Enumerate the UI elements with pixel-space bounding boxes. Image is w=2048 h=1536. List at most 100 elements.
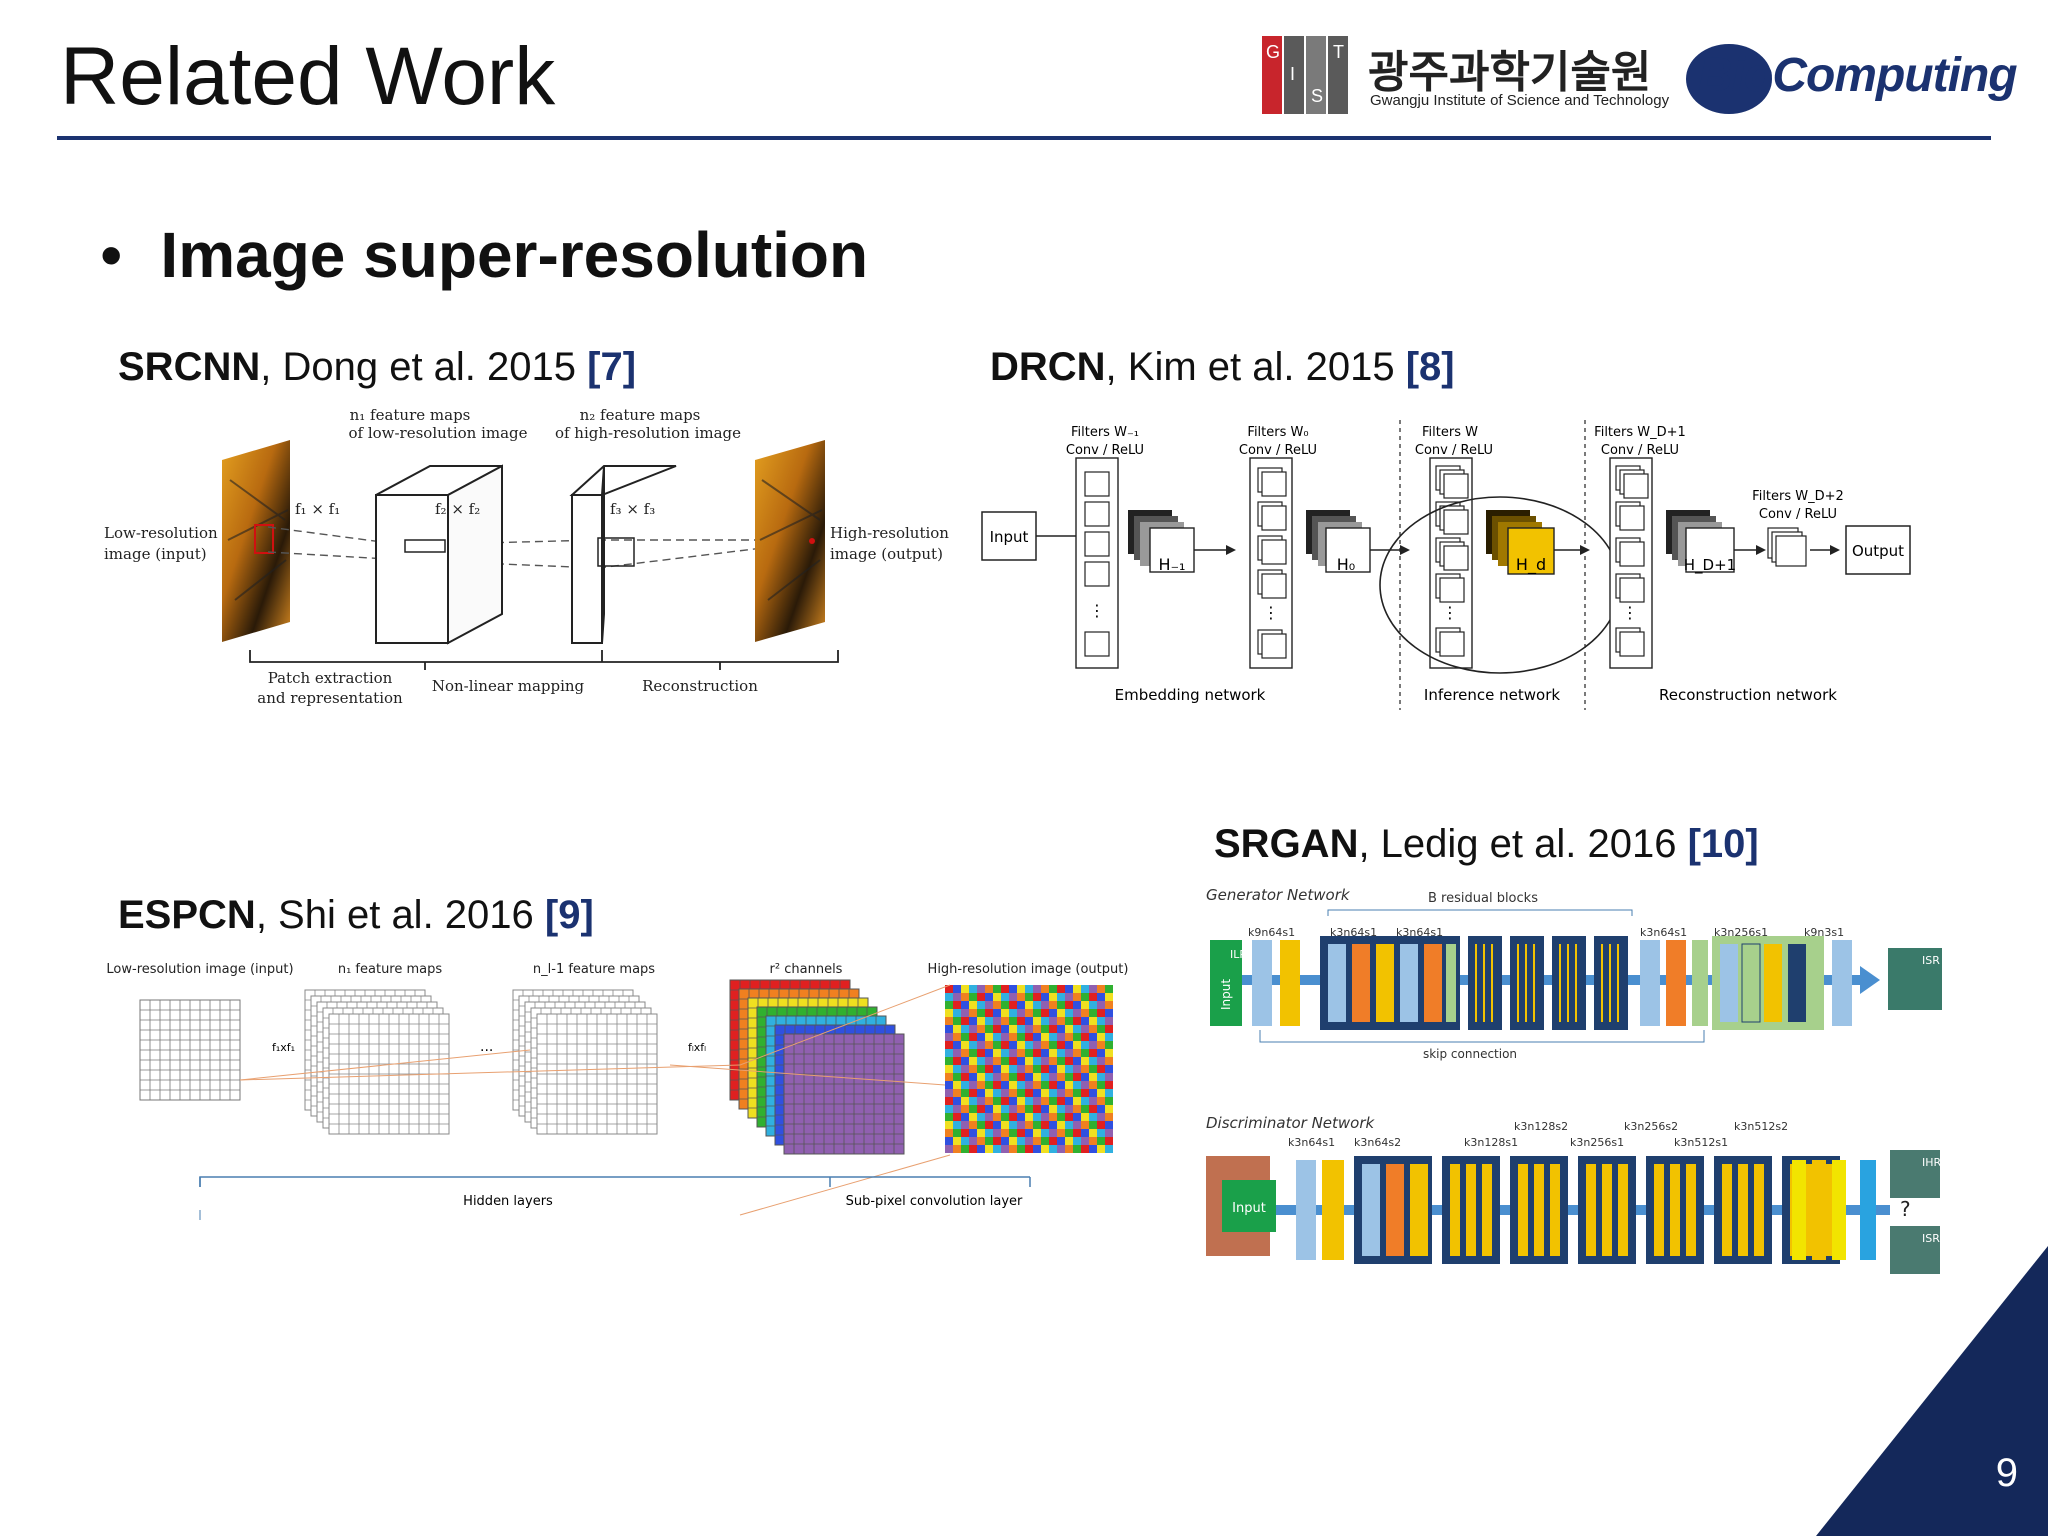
citation-link[interactable]: [8] xyxy=(1405,345,1455,389)
caption-drcn: DRCN, Kim et al. 2015 [8] xyxy=(990,345,1455,390)
connector-line xyxy=(239,1049,531,1081)
svg-text:⋮: ⋮ xyxy=(1263,603,1279,622)
hr-image-label: High-resolution xyxy=(830,524,949,542)
sigmoid-block xyxy=(1860,1160,1876,1260)
b-blocks-label: B residual blocks xyxy=(1428,891,1538,906)
n2-maps-label: n₂ feature maps xyxy=(580,406,701,424)
sr-tag: ISR xyxy=(1922,1232,1940,1245)
ellipsis: ... xyxy=(480,1039,493,1055)
n1-maps-label: n₁ feature maps xyxy=(350,406,471,424)
biocomputing-logo-text: BioComputing xyxy=(1698,49,2018,102)
caption-espcn: ESPCN, Shi et al. 2016 [9] xyxy=(118,893,594,938)
layer-tag: k3n64s2 xyxy=(1354,1136,1401,1149)
layer-tag: k3n512s2 xyxy=(1734,1120,1788,1133)
svg-text:⋮: ⋮ xyxy=(1442,603,1458,622)
gist-logo: G I S T xyxy=(1262,36,1350,114)
feature-grid xyxy=(139,999,241,1101)
bullet-dot: • xyxy=(100,219,123,291)
citation-link[interactable]: [9] xyxy=(544,893,594,937)
espcn-label: High-resolution image (output) xyxy=(928,962,1129,977)
header-rule xyxy=(57,136,1991,140)
disc-conv-block xyxy=(1296,1160,1316,1260)
sr-tag: ISR xyxy=(1922,954,1940,967)
filter-label: Filters W_D+1 xyxy=(1594,425,1686,440)
filter-label: Conv / ReLU xyxy=(1239,443,1317,458)
espcn-diagram: Low-resolution image (input) n₁ feature … xyxy=(106,962,1129,1220)
srcnn-diagram: Low-resolution image (input) f₁ × f₁ f₂ … xyxy=(104,406,949,707)
generator-title: Generator Network xyxy=(1206,886,1351,904)
disc-lrelu-block xyxy=(1322,1160,1344,1260)
layer-tag: k3n256s2 xyxy=(1624,1120,1678,1133)
filter-label: Filters W_D+2 xyxy=(1752,489,1844,504)
svg-text:⋮: ⋮ xyxy=(1089,601,1105,620)
filter-label: Filters W xyxy=(1422,425,1478,440)
feature-patch xyxy=(597,537,635,567)
caption-authors: , Kim et al. 2015 xyxy=(1105,345,1406,389)
caption-authors: , Dong et al. 2015 xyxy=(260,345,588,389)
hr-pixel xyxy=(809,538,815,544)
kernel-label: f₁xf₁ xyxy=(272,1041,295,1054)
caption-authors: , Ledig et al. 2016 xyxy=(1358,822,1688,866)
lr-image-label: Low-resolution xyxy=(104,524,218,542)
espcn-label: r² channels xyxy=(770,962,843,977)
hr-output-mosaic xyxy=(945,985,1113,1153)
filter-label: Conv / ReLU xyxy=(1415,443,1493,458)
page-number: 9 xyxy=(1995,1451,2018,1495)
drcn-output-label: Output xyxy=(1852,542,1904,560)
feature-grid xyxy=(783,1033,905,1155)
caption-name: SRCNN xyxy=(118,345,261,389)
biocomputing-logo: BioComputing xyxy=(1686,40,2018,116)
drcn-diagram: Input ⋮ H₋₁ Filters W₋₁ Conv / ReLU ⋮ H₀… xyxy=(981,420,1911,710)
subpixel-layer-label: Sub-pixel convolution layer xyxy=(846,1194,1023,1209)
corner-accent xyxy=(1816,1246,2048,1536)
caption-authors: , Shi et al. 2016 xyxy=(255,893,545,937)
stage-patch-extraction: and representation xyxy=(257,689,403,707)
feature-block-1 xyxy=(375,464,503,645)
disc-input-block xyxy=(1222,1180,1276,1232)
connector-line xyxy=(239,1064,741,1081)
section-label: Embedding network xyxy=(1115,686,1266,704)
gen-sum-block xyxy=(1692,940,1708,1026)
stage-nonlinear-mapping: Non-linear mapping xyxy=(432,677,585,695)
citation-link[interactable]: [10] xyxy=(1687,822,1759,866)
layer-tag: k3n64s1 xyxy=(1288,1136,1335,1149)
kernel-label: fₗxfₗ xyxy=(688,1041,706,1054)
institute-name-korean: 광주과학기술원 xyxy=(1368,47,1652,98)
f1-label: f₁ × f₁ xyxy=(295,500,340,518)
filter-label: Conv / ReLU xyxy=(1066,443,1144,458)
citation-link[interactable]: [7] xyxy=(587,345,637,389)
disc-dense-block xyxy=(1832,1160,1846,1260)
filter-label: Conv / ReLU xyxy=(1759,507,1837,522)
layer-tag: k3n256s1 xyxy=(1714,926,1768,939)
connector-line xyxy=(669,1064,946,1086)
caption-name: ESPCN xyxy=(118,893,256,937)
input-grid xyxy=(139,979,1113,1216)
gen-final-conv-block xyxy=(1832,940,1852,1026)
drcn-output-box xyxy=(1845,525,1911,575)
bullet-text: Image super-resolution xyxy=(160,219,869,291)
slide-title: Related Work xyxy=(60,31,556,122)
hr-image xyxy=(755,440,825,642)
caption-name: SRGAN xyxy=(1214,822,1359,866)
srgan-diagram: Generator Network B residual blocks k9n6… xyxy=(1206,886,1942,1274)
layer-tag: k3n64s1 xyxy=(1396,926,1443,939)
gen-conv-block xyxy=(1640,940,1660,1026)
bullet-item: • Image super-resolution xyxy=(100,218,868,292)
question-mark: ? xyxy=(1900,1197,1911,1221)
sr-output-image xyxy=(1888,948,1942,1010)
discriminator-title: Discriminator Network xyxy=(1206,1114,1376,1132)
f3-label: f₃ × f₃ xyxy=(610,500,655,518)
caption-name: DRCN xyxy=(990,345,1106,389)
hidden-layers-label: Hidden layers xyxy=(463,1194,553,1209)
n2-maps-label: of high-resolution image xyxy=(555,424,741,442)
espcn-label: n₁ feature maps xyxy=(338,962,443,977)
stage-patch-extraction: Patch extraction xyxy=(268,669,393,687)
hidden-state-label: H_d xyxy=(1516,555,1546,575)
highlighted-hidden-state xyxy=(1507,527,1555,575)
layer-tag: k3n128s1 xyxy=(1464,1136,1518,1149)
feature-block-2 xyxy=(569,465,677,644)
layer-tag: k9n64s1 xyxy=(1248,926,1295,939)
hidden-state-label: H₋₁ xyxy=(1159,555,1186,574)
svg-text:⋮: ⋮ xyxy=(1622,603,1638,622)
layer-tag: k3n128s2 xyxy=(1514,1120,1568,1133)
